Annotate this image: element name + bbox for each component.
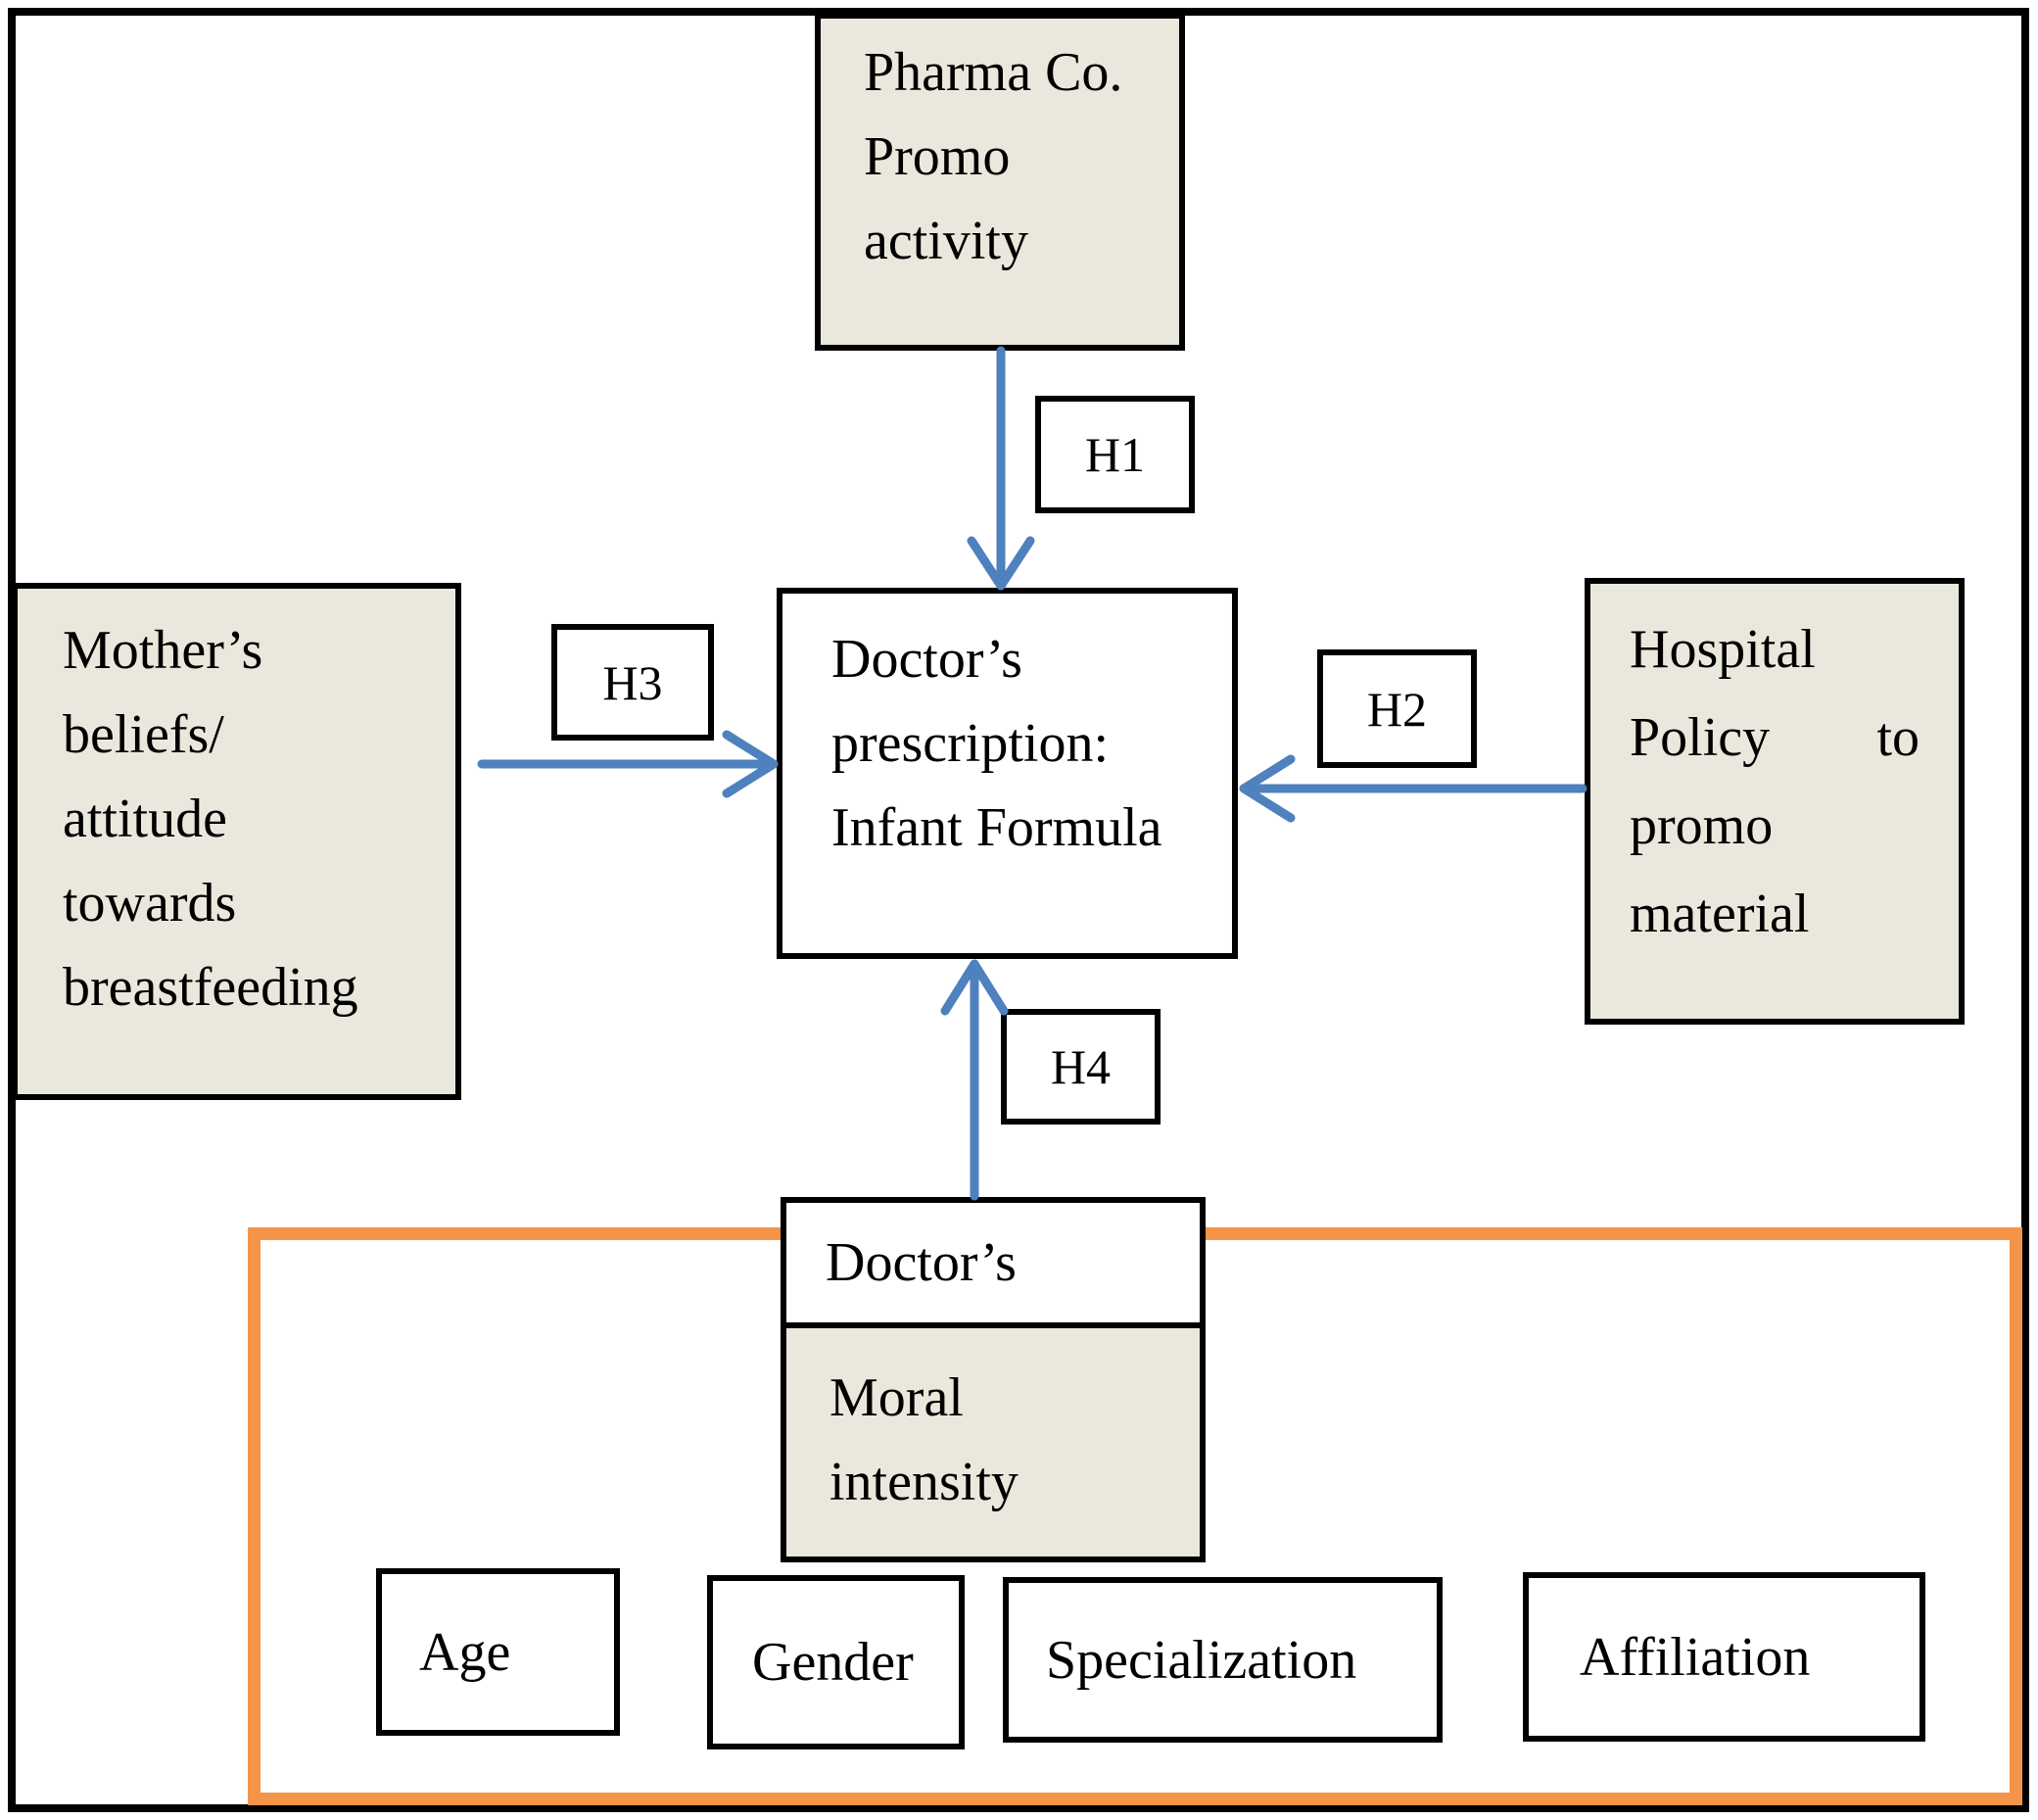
box-text-line: Pharma Co. xyxy=(864,42,1123,103)
box-text-line: promo xyxy=(1630,795,1774,856)
h1-label: H1 xyxy=(1084,427,1146,482)
gender-box: Gender xyxy=(707,1575,965,1749)
box-text-line: Mother’s xyxy=(63,620,263,681)
box-text-line: Specialization xyxy=(1046,1629,1357,1691)
box-text-line: activity xyxy=(864,211,1028,271)
box-text-line: Promo xyxy=(864,126,1011,187)
box-text-word: to xyxy=(1876,707,1920,768)
box-text-line: attitude xyxy=(63,789,227,849)
box-text-line: Policy to xyxy=(1630,694,1920,782)
box-text-line: Hospital xyxy=(1630,619,1816,680)
box-text-line: beliefs/ xyxy=(63,704,224,765)
box-text-line: Gender xyxy=(752,1632,914,1693)
box-text-line: Affiliation xyxy=(1580,1626,1811,1688)
box-text-line: breastfeeding xyxy=(63,957,358,1018)
box-text-line: Infant Formula xyxy=(831,797,1162,858)
moral-intensity-box: Moral intensity xyxy=(781,1328,1206,1562)
age-box: Age xyxy=(376,1568,620,1736)
box-text-line: Doctor’s xyxy=(831,629,1022,690)
hospital-policy-box: Hospital Policy to promo material xyxy=(1585,578,1965,1025)
h2-label-box: H2 xyxy=(1317,649,1477,768)
h2-label: H2 xyxy=(1366,681,1428,737)
h3-label: H3 xyxy=(602,654,663,710)
specialization-box: Specialization xyxy=(1003,1577,1443,1743)
h4-label-box: H4 xyxy=(1001,1009,1161,1125)
mothers-beliefs-box: Mother’s beliefs/ attitude towards breas… xyxy=(12,583,461,1100)
box-text-line: Age xyxy=(419,1621,511,1683)
pharma-promo-activity-box: Pharma Co. Promo activity xyxy=(815,13,1185,351)
box-text-line: Doctor’s xyxy=(826,1232,1017,1293)
box-text-line: towards xyxy=(63,873,237,934)
box-text-line: prescription: xyxy=(831,713,1110,774)
moderators-frame xyxy=(248,1227,2022,1805)
affiliation-box: Affiliation xyxy=(1523,1572,1925,1742)
h1-label-box: H1 xyxy=(1035,396,1195,513)
box-text-line: intensity xyxy=(829,1452,1019,1512)
box-text-line: material xyxy=(1630,884,1810,944)
h4-label: H4 xyxy=(1050,1039,1112,1094)
h3-label-box: H3 xyxy=(551,624,714,741)
doctors-header-box: Doctor’s xyxy=(781,1197,1206,1328)
box-text-line: Moral xyxy=(829,1367,964,1428)
box-text-word: Policy xyxy=(1630,707,1771,768)
doctors-prescription-box: Doctor’s prescription: Infant Formula xyxy=(777,588,1238,959)
